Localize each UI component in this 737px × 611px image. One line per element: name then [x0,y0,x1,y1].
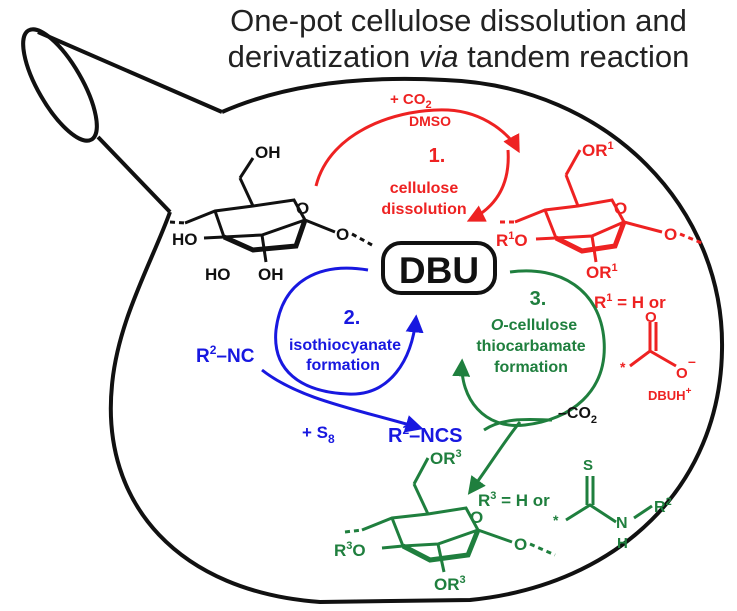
step2-reactant: R2–NC [196,343,255,367]
carbonate-labels: OR1 R1O OR1 O O R1 = H or O O – * DBUH+ [496,140,696,403]
thiocarbamate-or3-low: OR3 [434,574,466,594]
step3-labels: 3. O-cellulose thiocarbamate formation –… [476,288,597,426]
step2-product: R2–NCS [388,423,463,447]
step1-line1: cellulose [390,180,459,197]
carbonate-anion-o: O [676,365,688,382]
title-line-2-post: tandem reaction [458,39,690,74]
thiocarbamate-h: H [617,535,628,552]
cellulose-link-o: O [336,225,349,244]
step1-cycle [314,108,520,222]
cellulose-oh-top: OH [255,143,281,162]
title-line-1: One-pot cellulose dissolution and [230,3,687,38]
step3-loss: –CO2 [558,405,597,426]
step2-line2: formation [306,357,380,374]
step3-line3: formation [494,359,568,376]
step1-reagent: + CO2 [390,91,432,111]
step2-reagent: + S8 [302,423,335,446]
step1-solvent: DMSO [409,113,451,129]
thiocarbamate-ring-o: O [470,508,483,527]
dbu-box [381,241,497,295]
carbonate-ring-o: O [614,199,627,218]
thiocarbamate-link-o: O [514,535,527,554]
title-line-2-pre: derivatization [227,39,419,74]
step1-number: 1. [429,145,446,167]
step2-line1: isothiocyanate [289,337,401,354]
carbonate-or1-low: OR1 [586,262,618,282]
thiocarbamate-labels: OR3 R3O OR3 O O R3 = H or S N H R2 * [334,448,672,594]
flask-body [108,76,725,605]
cellulose-structure [169,157,373,263]
thiocarbamate-structure [344,457,653,573]
step2-number: 2. [344,307,361,329]
cellulose-ho-mid: HO [172,230,198,249]
step3-line1: O-cellulose [491,317,577,334]
carbonate-or1-top: OR1 [582,140,614,160]
cellulose-labels: OH HO HO OH O O [172,143,349,284]
thiocarbamate-star: * [553,512,559,528]
carbonate-carbonyl-o: O [645,309,657,326]
step3-cycle [452,269,606,495]
cellulose-ring-o: O [296,199,309,218]
carbonate-counterion: DBUH+ [648,386,692,403]
step2-labels: 2. isothiocyanate formation R2–NC + S8 R… [196,307,463,447]
thiocarbamate-r3o: R3O [334,540,366,560]
carbonate-minus: – [688,353,696,369]
carbonate-link-o: O [664,225,677,244]
dbu-label: DBU [399,250,479,291]
flask-neck [21,27,223,214]
title-line-2: derivatization via tandem reaction [180,40,737,74]
thiocarbamate-n: N [616,515,628,532]
thiocarbamate-or3-top: OR3 [430,448,462,468]
cellulose-ho-low: HO [205,265,231,284]
title-line-2-via: via [418,39,459,74]
carbonate-definition: R1 = H or [594,292,666,312]
carbonate-structure [500,149,705,368]
cellulose-oh-low: OH [258,265,284,284]
step3-line2: thiocarbamate [476,338,585,355]
thiocarbamate-r2: R2 [654,496,672,516]
thiocarbamate-definition: R3 = H or [478,490,550,510]
step1-line2: dissolution [381,201,466,218]
carbonate-star: * [620,359,626,375]
step3-number: 3. [530,288,547,310]
step2-cycle [261,266,424,433]
thiocarbamate-s: S [583,457,593,474]
step1-labels: + CO2 DMSO 1. cellulose dissolution [381,91,466,218]
carbonate-r1o: R1O [496,230,528,250]
